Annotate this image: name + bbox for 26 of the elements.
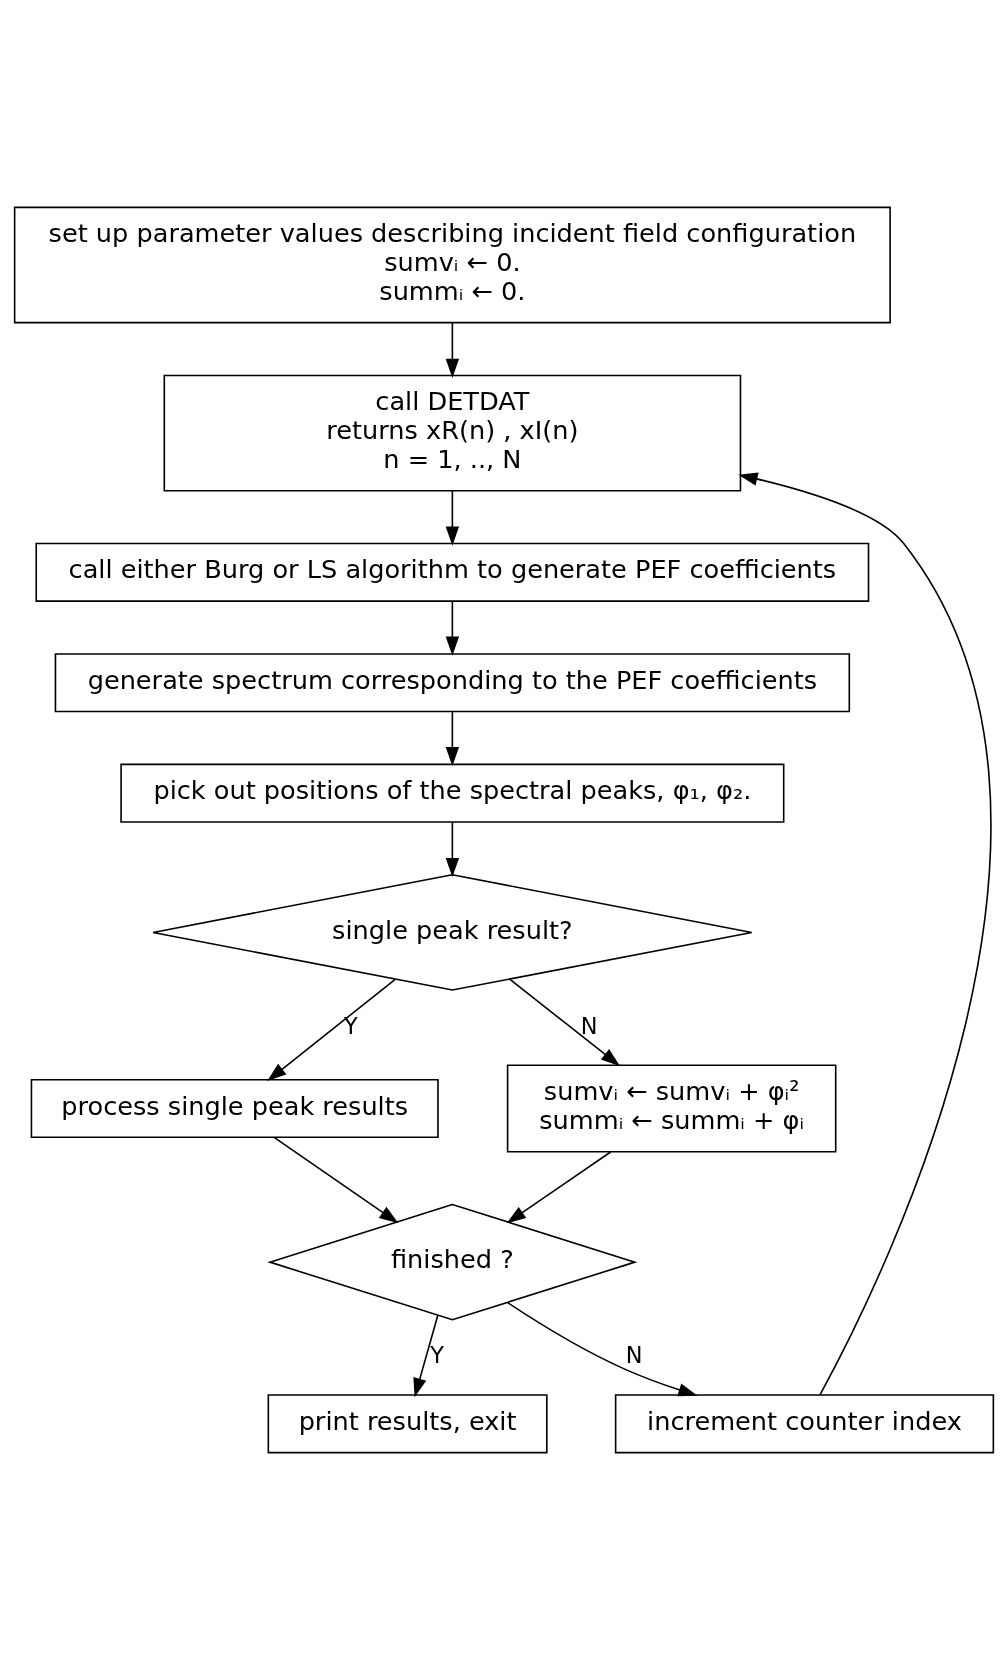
arrow — [445, 489, 460, 546]
arrow — [273, 1136, 399, 1223]
edge-label: Y — [430, 1341, 445, 1368]
arrow — [506, 1150, 612, 1223]
arrow — [509, 978, 621, 1066]
arrow — [413, 1313, 439, 1397]
arrow — [738, 471, 991, 1396]
node-box: call either Burg or LS algorithm to generate PEF coefficients — [35, 542, 870, 602]
node-box: increment counter index — [614, 1393, 995, 1453]
node-box: pick out positions of the spectral peaks, φ₁, φ₂. — [120, 763, 785, 823]
edge-label: N — [580, 1012, 598, 1039]
node-box: set up parameter values describing incident field configuration sumvᵢ ← 0. summᵢ ← 0. — [13, 206, 891, 323]
edge-label: N — [625, 1341, 643, 1368]
arrow — [507, 1301, 698, 1396]
arrow — [445, 600, 460, 656]
node-box: generate spectrum corresponding to the PEF coefficients — [54, 652, 851, 712]
node-box: process single peak results — [30, 1078, 439, 1138]
node-diamond: single peak result? — [152, 873, 753, 991]
arrow — [445, 321, 460, 378]
edge-label: Y — [343, 1012, 358, 1039]
arrow — [445, 710, 460, 766]
node-box: sumvᵢ ← sumvᵢ + φᵢ² summᵢ ← summᵢ + φᵢ — [506, 1063, 837, 1152]
node-box: print results, exit — [267, 1393, 548, 1453]
arrow — [445, 821, 460, 877]
arrow — [267, 978, 396, 1081]
node-box: call DETDAT returns xR(n) , xI(n) n = 1, .., N — [163, 374, 742, 491]
